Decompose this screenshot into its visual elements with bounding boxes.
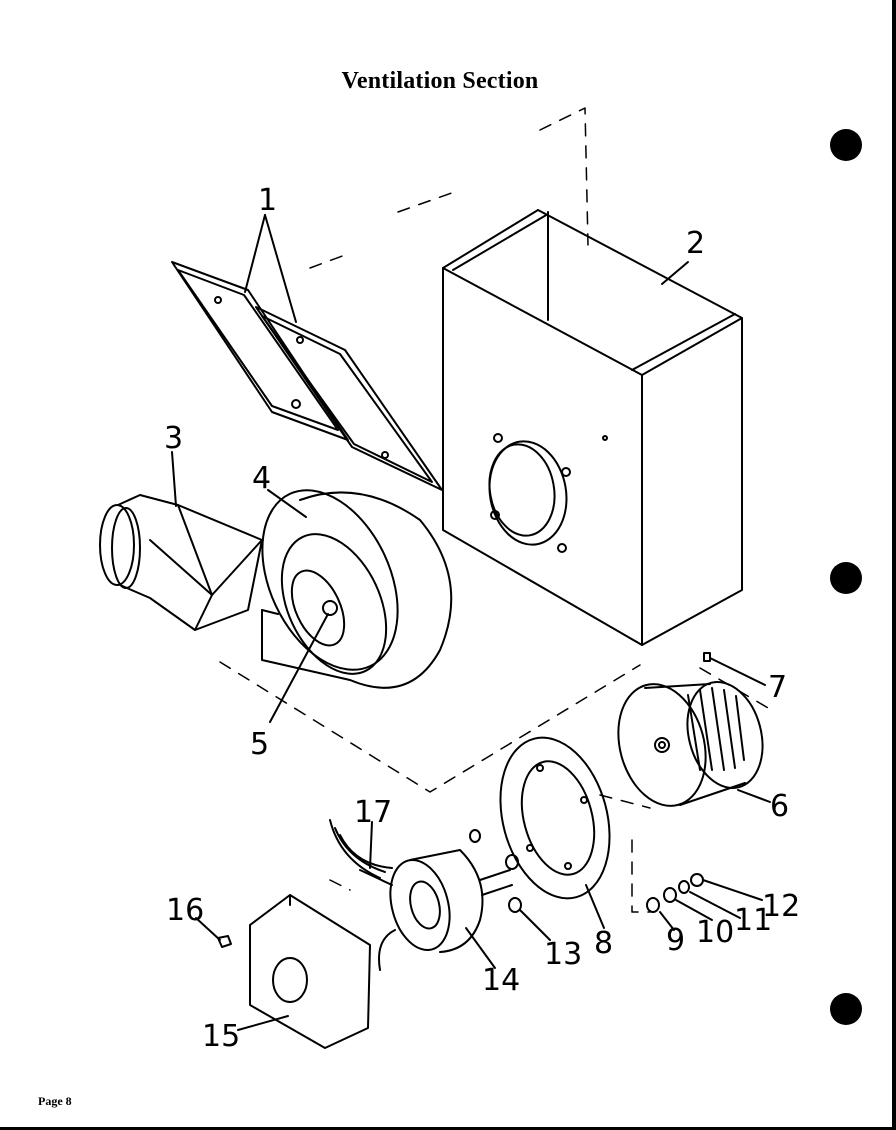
callout-11: 11	[734, 903, 772, 938]
scan-edge	[892, 0, 896, 1130]
part-9-washer	[646, 897, 660, 913]
part-2-housing	[442, 209, 743, 646]
part-10-washer	[663, 887, 677, 903]
binder-hole-top	[830, 129, 862, 161]
callout-1: 1	[258, 183, 277, 218]
callout-10: 10	[696, 915, 734, 950]
callout-4: 4	[252, 461, 271, 496]
callout-labels: 1 2 3 4 5 6 7 8 9 10 11 12 13 14 15 16 1…	[164, 183, 800, 1054]
part-6-blower-wheel	[617, 681, 764, 807]
callout-6: 6	[770, 789, 789, 824]
callout-3: 3	[164, 421, 183, 456]
part-14-motor	[389, 849, 513, 953]
part-1-access-panels	[171, 261, 443, 491]
part-7-set-screw	[703, 652, 711, 662]
part-13-grommet	[469, 829, 522, 913]
part-3-duct	[99, 494, 263, 631]
callout-8: 8	[594, 926, 613, 961]
callout-9: 9	[666, 923, 685, 958]
page-number: Page 8	[38, 1094, 72, 1108]
binder-hole-bottom	[830, 993, 862, 1025]
callout-5: 5	[250, 727, 269, 762]
part-17-lead-wires	[329, 819, 393, 886]
callout-12: 12	[762, 889, 800, 924]
callout-15: 15	[202, 1019, 240, 1054]
callout-13: 13	[544, 937, 582, 972]
callout-7: 7	[768, 670, 787, 705]
callout-17: 17	[354, 795, 392, 830]
scan-bottom-edge	[0, 1127, 896, 1130]
callout-14: 14	[482, 963, 520, 998]
callout-16: 16	[166, 893, 204, 928]
binder-hole-middle	[830, 562, 862, 594]
page-title: Ventilation Section	[341, 68, 539, 94]
callout-2: 2	[686, 226, 705, 261]
part-16-screw	[217, 935, 232, 948]
callout-leaders	[171, 214, 771, 1031]
part-12-nut	[690, 873, 704, 887]
part-4-blower-scroll	[261, 489, 453, 689]
part-15-wiring-cover	[249, 894, 396, 1049]
part-8-mounting-ring	[499, 736, 611, 900]
part-11-lockwasher	[678, 880, 690, 894]
